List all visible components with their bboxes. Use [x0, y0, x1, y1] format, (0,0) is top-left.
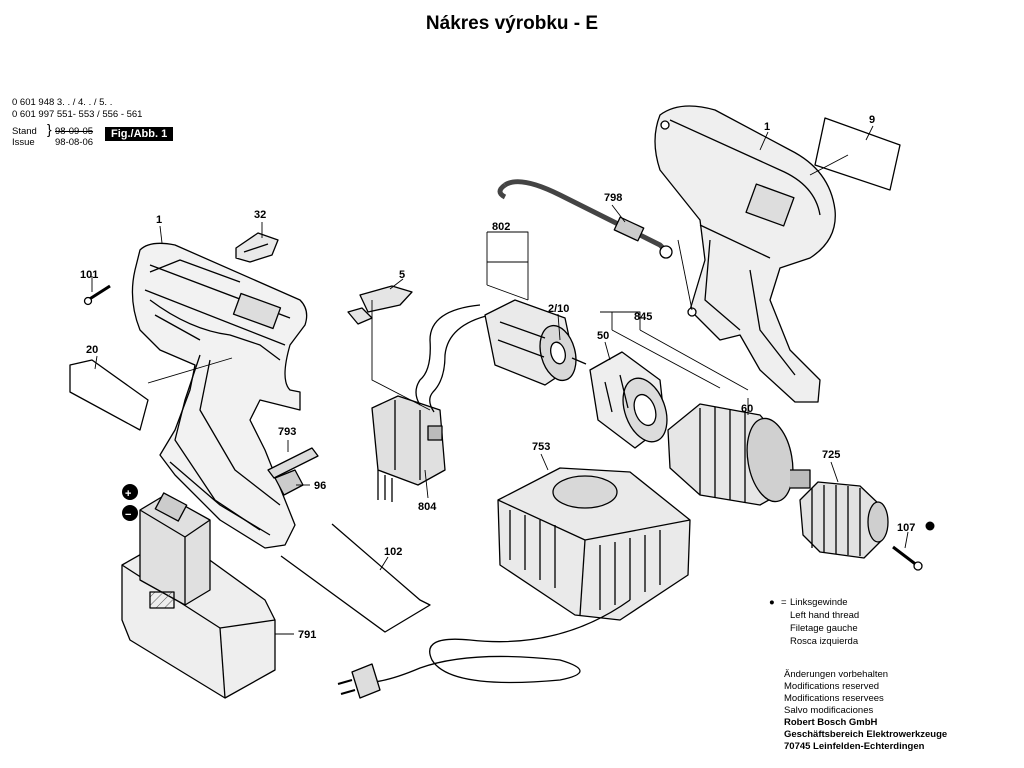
plus-sign: + [125, 488, 131, 500]
motor-wire-1 [415, 304, 481, 406]
strap-798-drawing [497, 179, 673, 259]
footer-line-3: Modifications reservees [784, 693, 884, 704]
issue-label: Issue [12, 137, 35, 148]
label-50: 50 [597, 330, 609, 342]
legend-line-2: Left hand thread [790, 610, 860, 621]
label-2-10: 2/10 [548, 303, 569, 315]
footer-company-1: Robert Bosch GmbH [784, 717, 878, 728]
part-793-drawing [267, 447, 319, 479]
clip-102-drawing [280, 523, 431, 633]
label-1-left: 1 [156, 214, 162, 226]
gear-housing-50-drawing [589, 351, 668, 449]
model-numbers-line-2: 0 601 997 551- 553 / 556 - 561 [12, 109, 143, 120]
minus-sign: − [125, 509, 131, 521]
label-9: 9 [869, 114, 875, 126]
clip-32-drawing [235, 232, 279, 263]
footer-company-3: 70745 Leinfelden-Echterdingen [784, 741, 925, 752]
label-plate-20 [69, 359, 149, 431]
label-845: 845 [634, 311, 652, 323]
label-791: 791 [298, 629, 316, 641]
footer-line-1: Änderungen vorbehalten [784, 669, 889, 680]
screw-101-drawing [83, 284, 111, 306]
motor-802-drawing [484, 299, 587, 386]
label-5: 5 [399, 269, 405, 281]
switch-804-drawing [371, 395, 446, 502]
figure-badge: Fig./Abb. 1 [105, 127, 174, 141]
legend-line-1: Linksgewinde [790, 597, 848, 608]
legend-line-4: Rosca izquierda [790, 636, 859, 647]
footer-line-2: Modifications reserved [784, 681, 880, 692]
brace-icon: } [47, 121, 52, 137]
page-title: Nákres výrobku - E [425, 13, 599, 34]
battery-791-drawing [121, 492, 276, 699]
stand-label: Stand [12, 126, 37, 137]
legend-line-3: Filetage gauche [790, 623, 858, 634]
label-107: 107 [897, 522, 915, 534]
label-793: 793 [278, 426, 296, 438]
label-20: 20 [86, 344, 98, 356]
screw-107-drawing [892, 545, 923, 571]
label-753: 753 [532, 441, 550, 453]
legend-bullet-icon: ● [769, 597, 775, 608]
plus-terminal-icon [122, 484, 138, 500]
label-1-right: 1 [764, 121, 770, 133]
footer-company-2: Geschäftsbereich Elektrowerkzeuge [784, 729, 948, 740]
label-101: 101 [80, 269, 98, 281]
label-96: 96 [314, 480, 326, 492]
label-725: 725 [822, 449, 840, 461]
charger-cord [359, 599, 631, 684]
label-804: 804 [418, 501, 437, 513]
leader-lines [91, 125, 909, 635]
switch-part-5-drawing [347, 285, 413, 325]
motor-wire-2 [429, 314, 491, 413]
stand-date: 98-09-05 [55, 126, 94, 137]
label-102: 102 [384, 546, 402, 558]
label-60: 60 [741, 403, 753, 415]
left-housing-drawing [131, 242, 308, 549]
model-numbers-line-1: 0 601 948 3. . / 4. . / 5. . [12, 97, 113, 108]
mains-plug-drawing [337, 663, 381, 699]
issue-date: 98-08-06 [55, 137, 94, 148]
label-plate-9 [814, 117, 901, 191]
minus-terminal-icon [122, 505, 138, 521]
legend-equals: = [781, 597, 787, 608]
label-802: 802 [492, 221, 510, 233]
right-housing-drawing [654, 105, 836, 403]
label-798: 798 [604, 192, 622, 204]
chuck-725-drawing [799, 481, 889, 559]
footer-line-4: Salvo modificaciones [784, 705, 874, 716]
charger-753-drawing [497, 467, 691, 621]
label-32: 32 [254, 209, 266, 221]
left-thread-marker-icon [925, 521, 935, 531]
clutch-60-drawing [667, 403, 811, 506]
